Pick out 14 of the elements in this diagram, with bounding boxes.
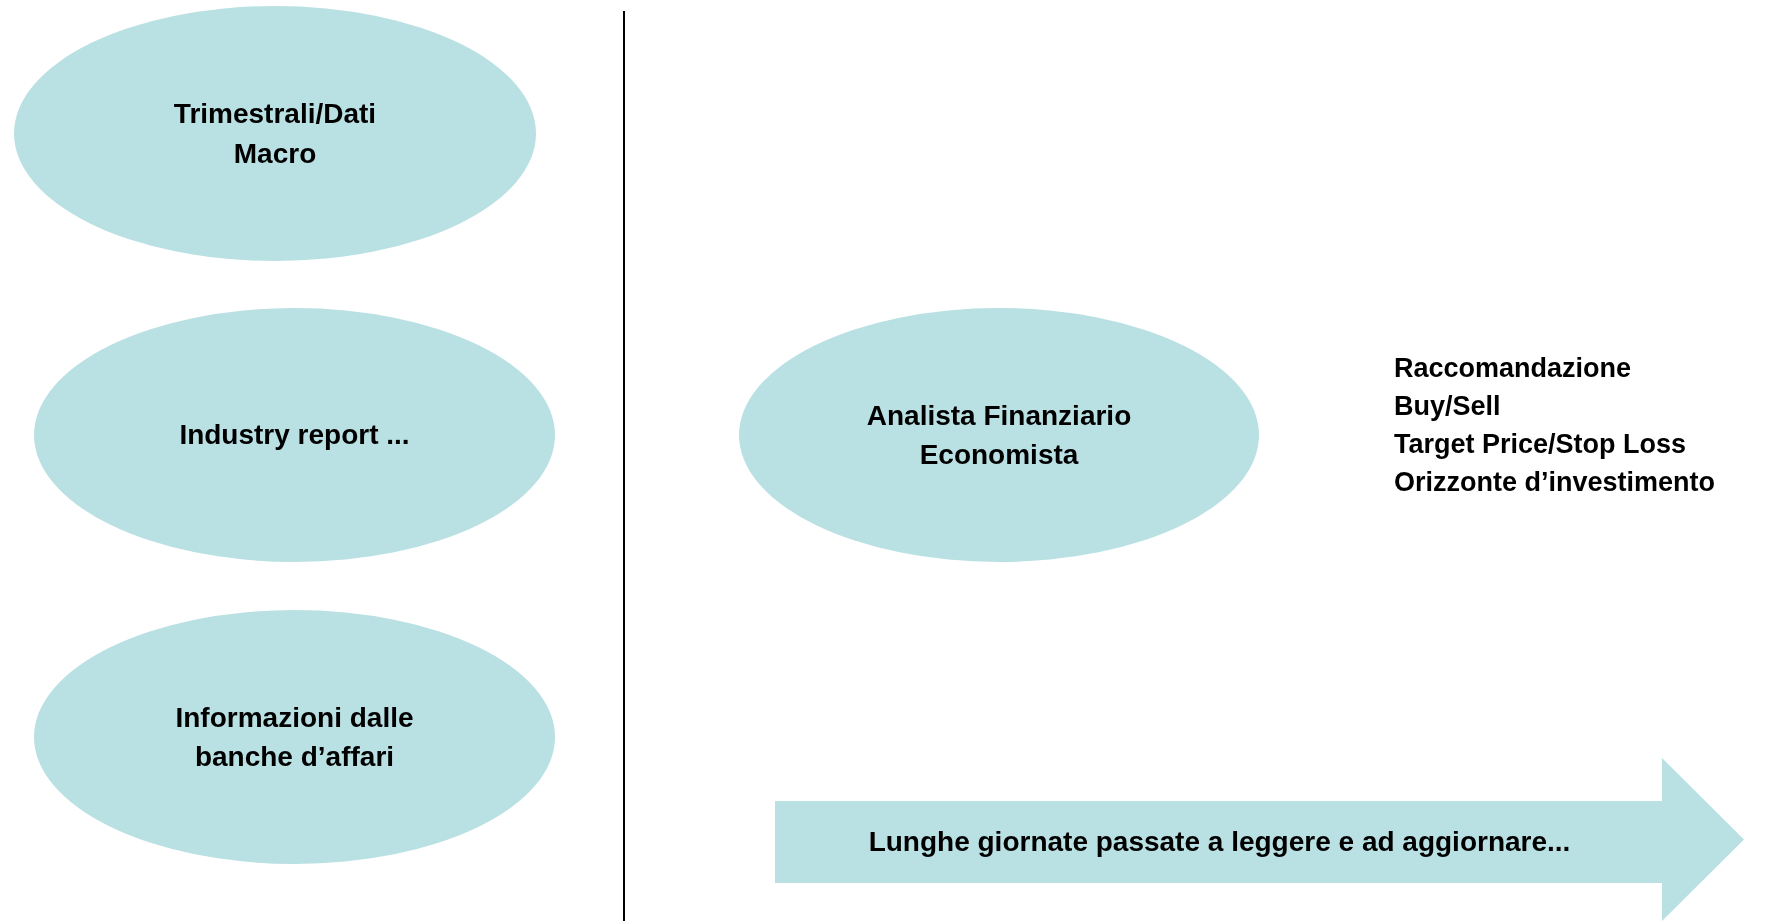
text-line: Target Price/Stop Loss <box>1394 428 1687 461</box>
text-line: Raccomandazione <box>1394 352 1632 385</box>
text-line: Orizzonte d’investimento <box>1394 466 1716 499</box>
text-line: Buy/Sell <box>1394 390 1501 423</box>
ellipse-node <box>739 308 1259 562</box>
node-label: Industry report ... <box>179 418 410 453</box>
ellipse-node <box>34 610 555 864</box>
node-label: Lunghe giornate passate a leggere e ad aggiornare... <box>868 824 1571 859</box>
node-label: Analista Finanziario Economista <box>865 398 1133 472</box>
node-label: Trimestrali/Dati Macro <box>172 97 378 171</box>
node-label: Informazioni dalle banche d’affari <box>174 700 415 774</box>
ellipse-node <box>34 308 555 562</box>
arrow-shape <box>775 758 1744 921</box>
ellipse-node <box>14 6 536 261</box>
